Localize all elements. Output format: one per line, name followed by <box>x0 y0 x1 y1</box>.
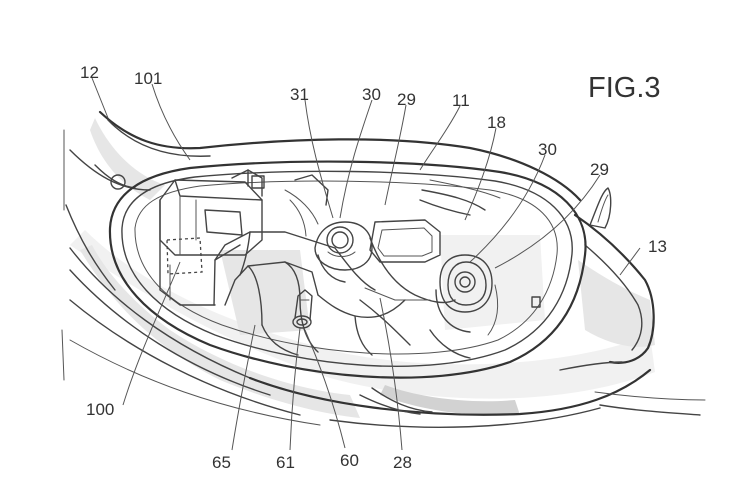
label-30-front: 30 <box>362 85 381 104</box>
label-31: 31 <box>290 85 309 104</box>
part-labels: FIG.3 12 101 31 30 29 11 18 30 29 13 100… <box>80 63 667 472</box>
label-11: 11 <box>452 91 470 110</box>
label-13: 13 <box>648 237 667 256</box>
fuel-cap-front <box>314 221 373 283</box>
label-101: 101 <box>134 69 162 88</box>
label-100: 100 <box>86 400 114 419</box>
fuel-cap-rear <box>429 254 499 359</box>
label-29-front: 29 <box>397 90 416 109</box>
label-60: 60 <box>340 451 359 470</box>
leader-lines <box>91 77 641 451</box>
vehicle-body <box>61 110 706 428</box>
label-29-rear: 29 <box>590 160 609 179</box>
label-18: 18 <box>487 113 506 132</box>
figure-title: FIG.3 <box>588 72 661 104</box>
label-12: 12 <box>80 63 99 82</box>
battery-block <box>159 169 265 306</box>
label-61: 61 <box>276 453 295 472</box>
label-28: 28 <box>393 453 412 472</box>
compartment-rim <box>108 160 587 379</box>
label-65: 65 <box>212 453 231 472</box>
tank-shapes <box>359 179 541 346</box>
bolt-fitting <box>292 289 313 329</box>
label-30-rear: 30 <box>538 140 557 159</box>
frame-tubes <box>214 174 406 356</box>
